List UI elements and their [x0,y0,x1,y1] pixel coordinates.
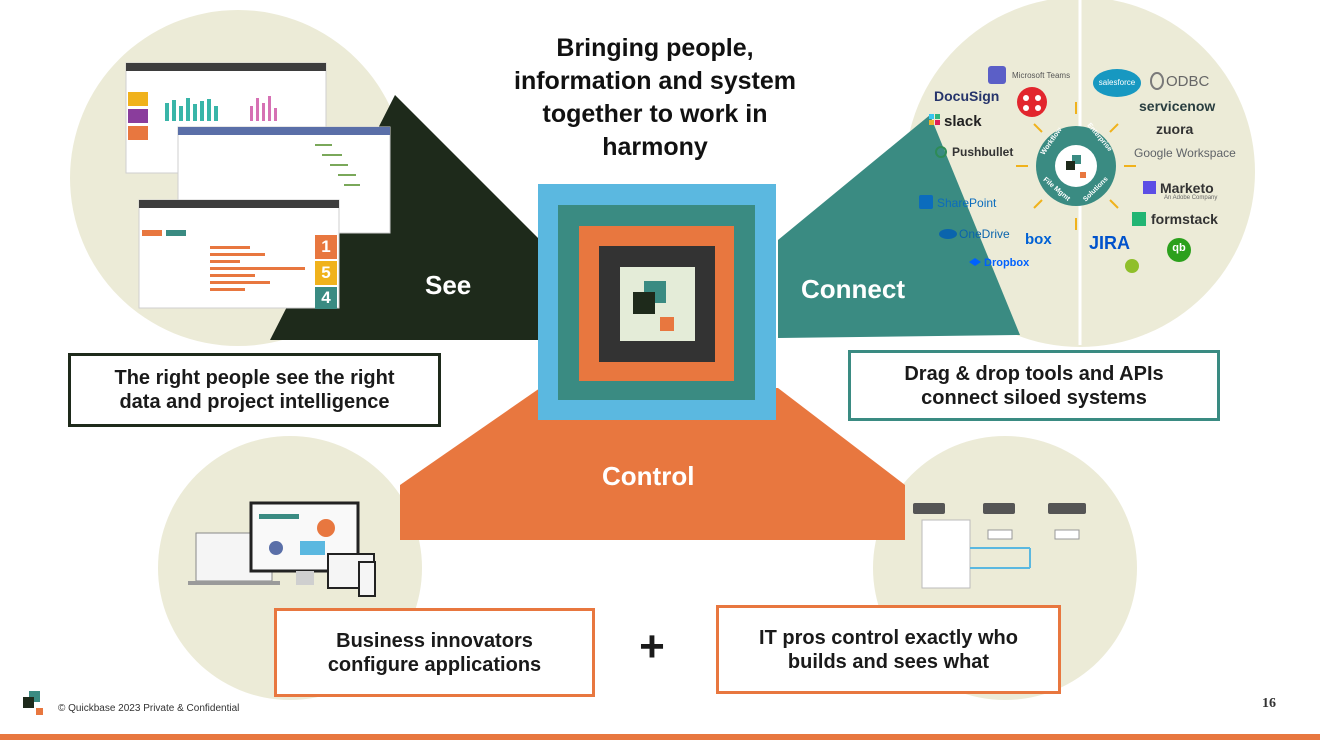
logo-zuora: zuora [1156,121,1194,137]
it-callout-text: IT pros control exactly who builds and s… [759,626,1018,673]
connect-callout-text: Drag & drop tools and APIs connect siloe… [904,362,1164,409]
logo-marketo-subtitle: An Adobe Company [1164,195,1218,201]
plus-sign: + [639,622,665,671]
integration-hub [1016,102,1136,230]
see-callout-text: The right people see the right data and … [114,367,395,413]
logo-salesforce: salesforce [1098,78,1136,87]
onedrive-icon [939,229,957,239]
logo-jira: JIRA [1089,233,1131,253]
connect-callout: Drag & drop tools and APIs connect siloe… [848,350,1220,421]
center-logo-icon [633,281,674,331]
sharepoint-icon [919,195,933,209]
control-label: Control [602,461,695,491]
teams-icon [988,66,1006,84]
formstack-icon [1132,212,1146,226]
logo-onedrive: OneDrive [959,227,1010,241]
queue-number-1: 1 [321,237,331,256]
odbc-icon [1150,72,1164,90]
logo-microsoft-teams: Microsoft Teams [1012,71,1071,80]
dashboard-screenshot-bottom [138,199,340,309]
logo-box: box [1025,231,1052,248]
logo-docusign: DocuSign [934,88,1000,104]
center-square-light [620,267,695,341]
logo-quickbooks: qb [1172,242,1186,254]
logo-formstack: formstack [1151,211,1218,227]
business-callout-text: Business innovators configure applicatio… [327,629,542,676]
dropbox-icon [969,258,981,266]
footer-copyright: © Quickbase 2023 Private & Confidential [58,703,240,714]
twilio-icon [1017,87,1047,117]
logo-odbc: ODBC [1166,73,1210,90]
queue-number-2: 5 [321,263,331,282]
it-callout: IT pros control exactly who builds and s… [716,605,1061,694]
logo-marketo: Marketo [1160,180,1214,196]
control-wedge [400,388,905,540]
gear-icon [1125,259,1139,273]
workflow-diagram [913,503,1086,589]
connect-label: Connect [801,274,905,304]
bottom-accent-bar [0,734,1320,740]
logo-slack: slack [944,113,982,130]
slack-icon [929,114,940,125]
see-label: See [425,270,472,300]
logo-sharepoint: SharePoint [937,196,997,210]
quickbooks-icon [1167,238,1191,262]
marketo-icon [1143,181,1156,194]
logo-google-workspace: Google Workspace [1134,146,1236,160]
page-number: 16 [1262,696,1276,711]
logo-dropbox: Dropbox [984,257,1030,269]
logo-servicenow: servicenow [1139,98,1216,114]
diagram-title: Bringing people, information and system … [514,34,796,161]
quickbase-logo-icon [23,691,43,715]
salesforce-cloud [1093,69,1141,97]
logo-pushbullet: Pushbullet [952,145,1014,159]
queue-number-3: 4 [321,288,331,307]
pushbullet-icon [935,146,947,158]
devices-illustration [188,501,376,597]
see-callout: The right people see the right data and … [68,353,441,427]
business-callout: Business innovators configure applicatio… [274,608,595,697]
connect-wedge [778,115,1020,338]
